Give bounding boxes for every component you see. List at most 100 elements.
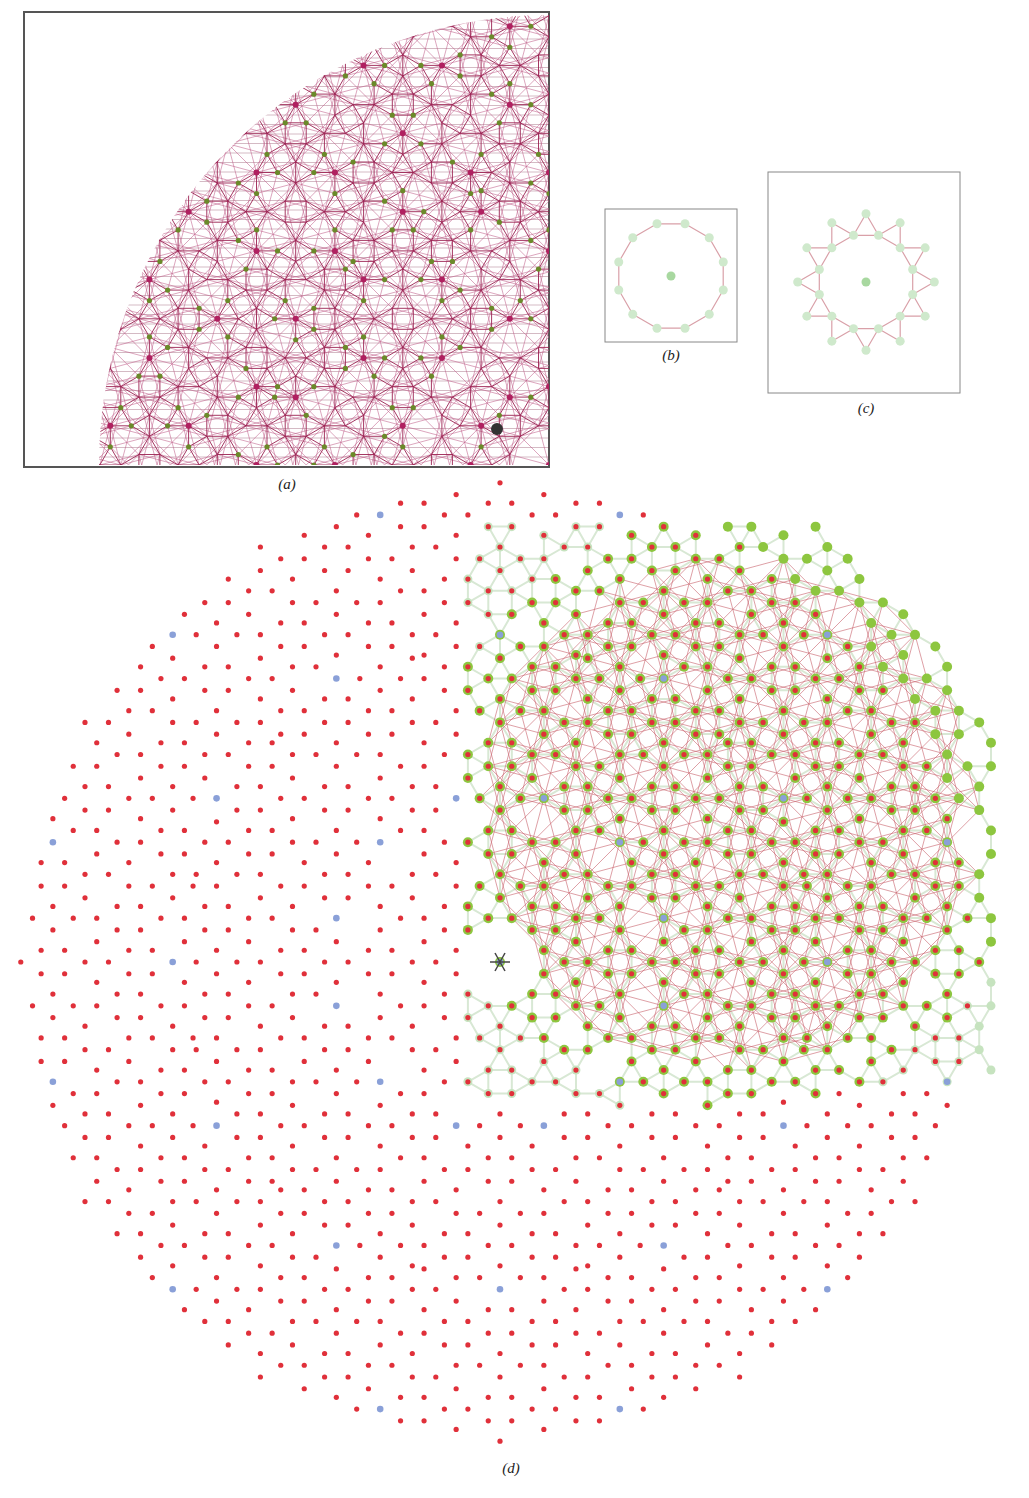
overlay-atom bbox=[746, 586, 756, 596]
red-point bbox=[234, 959, 239, 964]
red-point bbox=[509, 828, 514, 833]
overlay-atom bbox=[594, 825, 604, 835]
blue-point bbox=[617, 512, 624, 519]
overlay-atom bbox=[627, 706, 637, 716]
red-point bbox=[761, 1199, 766, 1204]
red-point bbox=[454, 644, 459, 649]
red-point bbox=[562, 807, 567, 812]
red-point bbox=[313, 752, 318, 757]
overlay-atom bbox=[986, 978, 995, 987]
overlay-atom bbox=[811, 977, 821, 987]
red-point bbox=[442, 840, 447, 845]
red-point bbox=[649, 1024, 654, 1029]
red-point bbox=[749, 588, 754, 593]
red-point bbox=[617, 904, 622, 909]
overlay-atom bbox=[735, 694, 745, 704]
red-point bbox=[345, 1351, 350, 1356]
red-point bbox=[673, 895, 678, 900]
red-point bbox=[617, 1255, 622, 1260]
overlay-atom bbox=[571, 586, 581, 596]
red-point bbox=[836, 1003, 841, 1008]
atom-dot bbox=[204, 199, 209, 204]
overlay-atom bbox=[475, 881, 485, 891]
overlay-atom bbox=[496, 542, 505, 551]
red-point bbox=[845, 796, 850, 801]
red-point bbox=[214, 1187, 219, 1192]
overlay-atom bbox=[615, 1077, 625, 1087]
red-point bbox=[302, 971, 307, 976]
overlay-atom bbox=[527, 662, 537, 672]
red-point bbox=[813, 916, 818, 921]
red-point bbox=[617, 576, 622, 581]
red-point bbox=[530, 1143, 535, 1148]
red-point bbox=[573, 1266, 578, 1271]
overlay-atom bbox=[571, 1089, 580, 1098]
red-point bbox=[717, 644, 722, 649]
overlay-atom bbox=[843, 641, 853, 651]
overlay-atom bbox=[539, 858, 549, 868]
grid-line bbox=[90, 305, 549, 306]
red-point bbox=[530, 992, 535, 997]
red-point bbox=[673, 784, 678, 789]
red-point bbox=[334, 980, 339, 985]
red-point bbox=[845, 948, 850, 953]
atom-dot bbox=[236, 180, 241, 185]
overlay-atom bbox=[723, 674, 733, 684]
red-point bbox=[334, 588, 339, 593]
red-point bbox=[30, 1003, 35, 1008]
overlay-atom bbox=[627, 554, 637, 564]
red-point bbox=[421, 1179, 426, 1184]
red-point bbox=[945, 816, 950, 821]
red-point bbox=[345, 632, 350, 637]
overlay-atom bbox=[866, 1056, 876, 1066]
red-point bbox=[138, 927, 143, 932]
overlay-atom bbox=[746, 825, 756, 835]
overlay-atom bbox=[942, 773, 952, 783]
overlay-atom bbox=[627, 1056, 637, 1066]
red-point bbox=[465, 1079, 470, 1084]
cluster-atom bbox=[614, 258, 623, 267]
overlay-atom bbox=[854, 598, 864, 608]
red-point bbox=[194, 1287, 199, 1292]
red-point bbox=[258, 544, 263, 549]
red-point bbox=[629, 1187, 634, 1192]
red-point bbox=[749, 851, 754, 856]
red-point bbox=[246, 1307, 251, 1312]
red-point bbox=[345, 1135, 350, 1140]
red-point bbox=[357, 1243, 362, 1248]
red-point bbox=[597, 588, 602, 593]
red-point bbox=[62, 860, 67, 865]
red-point bbox=[322, 632, 327, 637]
red-point bbox=[553, 927, 558, 932]
overlay-atom bbox=[986, 761, 996, 771]
atom-dot bbox=[275, 248, 280, 253]
red-point bbox=[793, 1015, 798, 1020]
red-point bbox=[150, 1123, 155, 1128]
red-point bbox=[366, 971, 371, 976]
red-point bbox=[202, 992, 207, 997]
grid-line bbox=[90, 238, 549, 239]
grid-line bbox=[90, 105, 549, 106]
red-point bbox=[693, 1275, 698, 1280]
red-point bbox=[234, 872, 239, 877]
red-point bbox=[717, 1275, 722, 1280]
overlay-atom bbox=[930, 641, 940, 651]
red-point bbox=[345, 720, 350, 725]
atom-dot bbox=[186, 152, 191, 157]
atom-dot bbox=[361, 62, 367, 68]
overlay-atom bbox=[551, 901, 561, 911]
red-point bbox=[530, 904, 535, 909]
red-point bbox=[258, 696, 263, 701]
red-point bbox=[597, 1091, 602, 1096]
atom-dot bbox=[186, 444, 191, 449]
red-point bbox=[801, 1199, 806, 1204]
overlay-atom bbox=[507, 586, 516, 595]
red-point bbox=[801, 1047, 806, 1052]
overlay-atom bbox=[854, 773, 864, 783]
red-point bbox=[214, 620, 219, 625]
overlay-atom bbox=[659, 849, 669, 859]
cluster-atom bbox=[896, 218, 905, 227]
red-point bbox=[322, 568, 327, 573]
overlay-atom bbox=[898, 937, 908, 947]
red-point bbox=[553, 688, 558, 693]
